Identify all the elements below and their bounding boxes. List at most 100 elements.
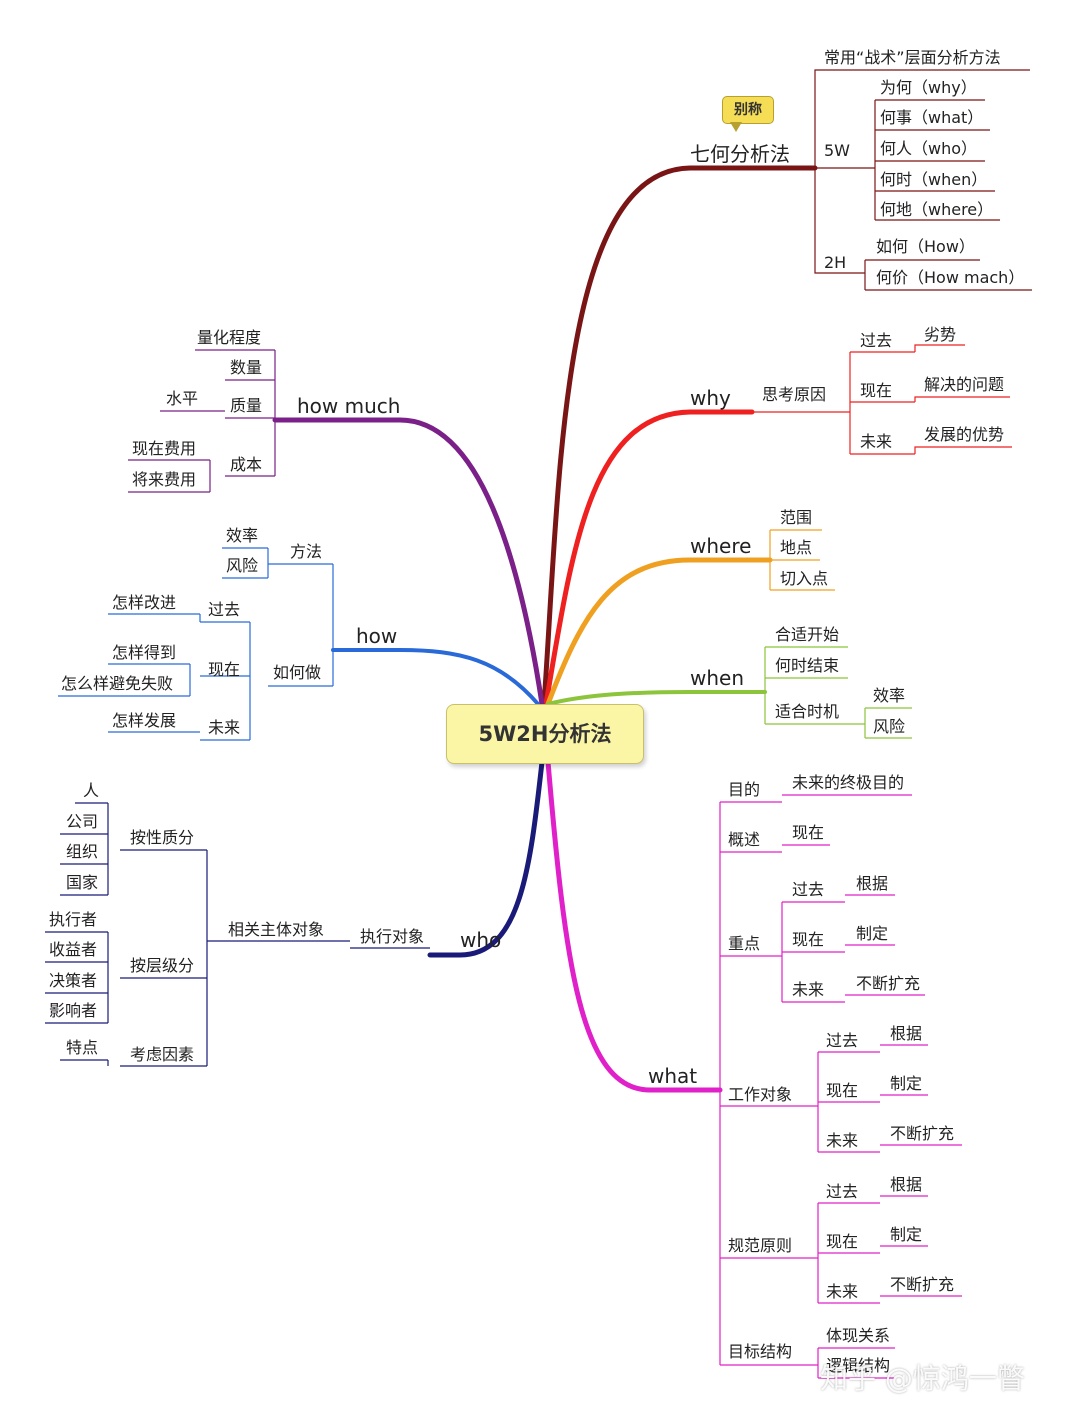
how-doing-future-develop[interactable]: 怎样发展 (112, 711, 177, 730)
what-norms-future-value[interactable]: 不断扩充 (890, 1275, 955, 1294)
what-work[interactable]: 工作对象 (728, 1085, 793, 1104)
who-level-influencer[interactable]: 影响者 (49, 1001, 98, 1020)
branch-line-when (546, 690, 767, 706)
how-method[interactable]: 方法 (290, 542, 323, 561)
what-focus-now-value[interactable]: 制定 (856, 924, 889, 943)
topic-where[interactable]: where (690, 534, 752, 558)
what-overview[interactable]: 概述 (728, 830, 761, 849)
why-now[interactable]: 现在 (860, 381, 893, 400)
how-much-connectors (128, 349, 276, 493)
how-much-quantity[interactable]: 数量 (230, 358, 263, 377)
what-norms-past[interactable]: 过去 (826, 1182, 859, 1201)
what-work-future-value[interactable]: 不断扩充 (890, 1124, 955, 1143)
why-future-value[interactable]: 发展的优势 (924, 425, 1005, 444)
how-much-cost[interactable]: 成本 (230, 455, 263, 474)
what-work-past-value[interactable]: 根据 (890, 1024, 923, 1043)
what-focus-future-value[interactable]: 不断扩充 (856, 974, 921, 993)
qihe-5w-why[interactable]: 为何（why） (880, 78, 977, 97)
where-location[interactable]: 地点 (780, 538, 813, 557)
who-nature-country[interactable]: 国家 (66, 873, 99, 892)
what-target-logic[interactable]: 逻辑结构 (826, 1356, 891, 1375)
how-doing[interactable]: 如何做 (273, 663, 322, 682)
what-norms-now-value[interactable]: 制定 (890, 1225, 923, 1244)
who-related-subjects[interactable]: 相关主体对象 (228, 920, 325, 939)
who-executor[interactable]: 执行对象 (360, 927, 425, 946)
what-purpose-value[interactable]: 未来的终极目的 (792, 773, 905, 792)
qihe-5w-what[interactable]: 何事（what） (880, 108, 984, 127)
what-focus-future[interactable]: 未来 (792, 980, 825, 999)
watermark: 知乎 @惊鸿一瞥 (820, 1362, 1025, 1395)
what-norms-future[interactable]: 未来 (826, 1282, 859, 1301)
topic-why[interactable]: why (690, 386, 731, 410)
how-much-quality[interactable]: 质量 (230, 396, 263, 415)
how-doing-now-avoid-failure[interactable]: 怎么样避免失败 (61, 674, 174, 693)
how-much-quality-level[interactable]: 水平 (166, 389, 199, 408)
what-work-past[interactable]: 过去 (826, 1031, 859, 1050)
who-nature-person[interactable]: 人 (83, 781, 100, 800)
qihe-2h-how[interactable]: 如何（How） (876, 237, 975, 256)
qihe-2h[interactable]: 2H (824, 253, 847, 272)
how-doing-past-improve[interactable]: 怎样改进 (112, 593, 177, 612)
where-scope[interactable]: 范围 (780, 508, 813, 527)
what-purpose[interactable]: 目的 (728, 780, 761, 799)
topic-what[interactable]: what (648, 1064, 698, 1088)
what-work-future[interactable]: 未来 (826, 1131, 859, 1150)
what-focus-past[interactable]: 过去 (792, 880, 825, 899)
how-doing-now-obtain[interactable]: 怎样得到 (112, 643, 177, 662)
why-past[interactable]: 过去 (860, 331, 893, 350)
topic-how-much[interactable]: how much (297, 394, 401, 418)
what-work-now[interactable]: 现在 (826, 1081, 859, 1100)
when-timing-risk[interactable]: 风险 (873, 717, 906, 736)
what-norms[interactable]: 规范原则 (728, 1236, 793, 1255)
what-norms-now[interactable]: 现在 (826, 1232, 859, 1251)
center-topic[interactable]: 5W2H分析法 (446, 704, 644, 764)
what-target[interactable]: 目标结构 (728, 1342, 793, 1361)
topic-when[interactable]: when (690, 666, 745, 690)
qihe-2h-how-much[interactable]: 何价（How mach） (876, 268, 1025, 287)
who-factors-traits[interactable]: 特点 (66, 1038, 99, 1057)
main-branches (272, 165, 818, 1093)
how-doing-past[interactable]: 过去 (208, 600, 241, 619)
why-reason[interactable]: 思考原因 (762, 385, 827, 404)
who-level-decision-maker[interactable]: 决策者 (49, 971, 98, 990)
what-focus-past-value[interactable]: 根据 (856, 874, 889, 893)
who-nature-organization[interactable]: 组织 (66, 842, 99, 861)
when-timing-efficiency[interactable]: 效率 (873, 686, 906, 705)
who-level-executor[interactable]: 执行者 (49, 910, 98, 929)
topic-who[interactable]: who (460, 928, 502, 952)
why-future[interactable]: 未来 (860, 432, 893, 451)
qihe-5w-who[interactable]: 何人（who） (880, 139, 978, 158)
why-past-value[interactable]: 劣势 (924, 325, 957, 344)
who-level-beneficiary[interactable]: 收益者 (49, 940, 98, 959)
how-method-efficiency[interactable]: 效率 (226, 526, 259, 545)
how-method-risk[interactable]: 风险 (226, 556, 259, 575)
who-factors[interactable]: 考虑因素 (130, 1045, 195, 1064)
who-by-level[interactable]: 按层级分 (130, 956, 195, 975)
topic-how[interactable]: how (356, 624, 398, 648)
when-end[interactable]: 何时结束 (775, 656, 840, 675)
how-doing-future[interactable]: 未来 (208, 718, 241, 737)
who-nature-company[interactable]: 公司 (66, 812, 99, 831)
where-entry-point[interactable]: 切入点 (780, 569, 829, 588)
topic-qihe[interactable]: 七何分析法 (690, 142, 790, 166)
what-focus[interactable]: 重点 (728, 934, 761, 953)
what-overview-value[interactable]: 现在 (792, 823, 825, 842)
how-much-cost-now[interactable]: 现在费用 (132, 439, 197, 458)
who-by-nature[interactable]: 按性质分 (130, 828, 195, 847)
qihe-5w-where[interactable]: 何地（where） (880, 200, 994, 219)
qihe-5w-when[interactable]: 何时（when） (880, 170, 988, 189)
branch-line-what (545, 759, 723, 1093)
what-norms-past-value[interactable]: 根据 (890, 1175, 923, 1194)
how-much-degree[interactable]: 量化程度 (197, 328, 262, 347)
what-target-relation[interactable]: 体现关系 (826, 1326, 891, 1345)
when-start[interactable]: 合适开始 (775, 625, 840, 644)
how-doing-now[interactable]: 现在 (208, 660, 241, 679)
qihe-common-method[interactable]: 常用“战术”层面分析方法 (824, 48, 1001, 67)
why-now-value[interactable]: 解决的问题 (924, 375, 1005, 394)
when-timing[interactable]: 适合时机 (775, 702, 840, 721)
what-work-now-value[interactable]: 制定 (890, 1074, 923, 1093)
qihe-5w[interactable]: 5W (824, 141, 850, 160)
how-connectors (58, 547, 334, 741)
what-focus-now[interactable]: 现在 (792, 930, 825, 949)
how-much-cost-future[interactable]: 将来费用 (132, 470, 197, 489)
